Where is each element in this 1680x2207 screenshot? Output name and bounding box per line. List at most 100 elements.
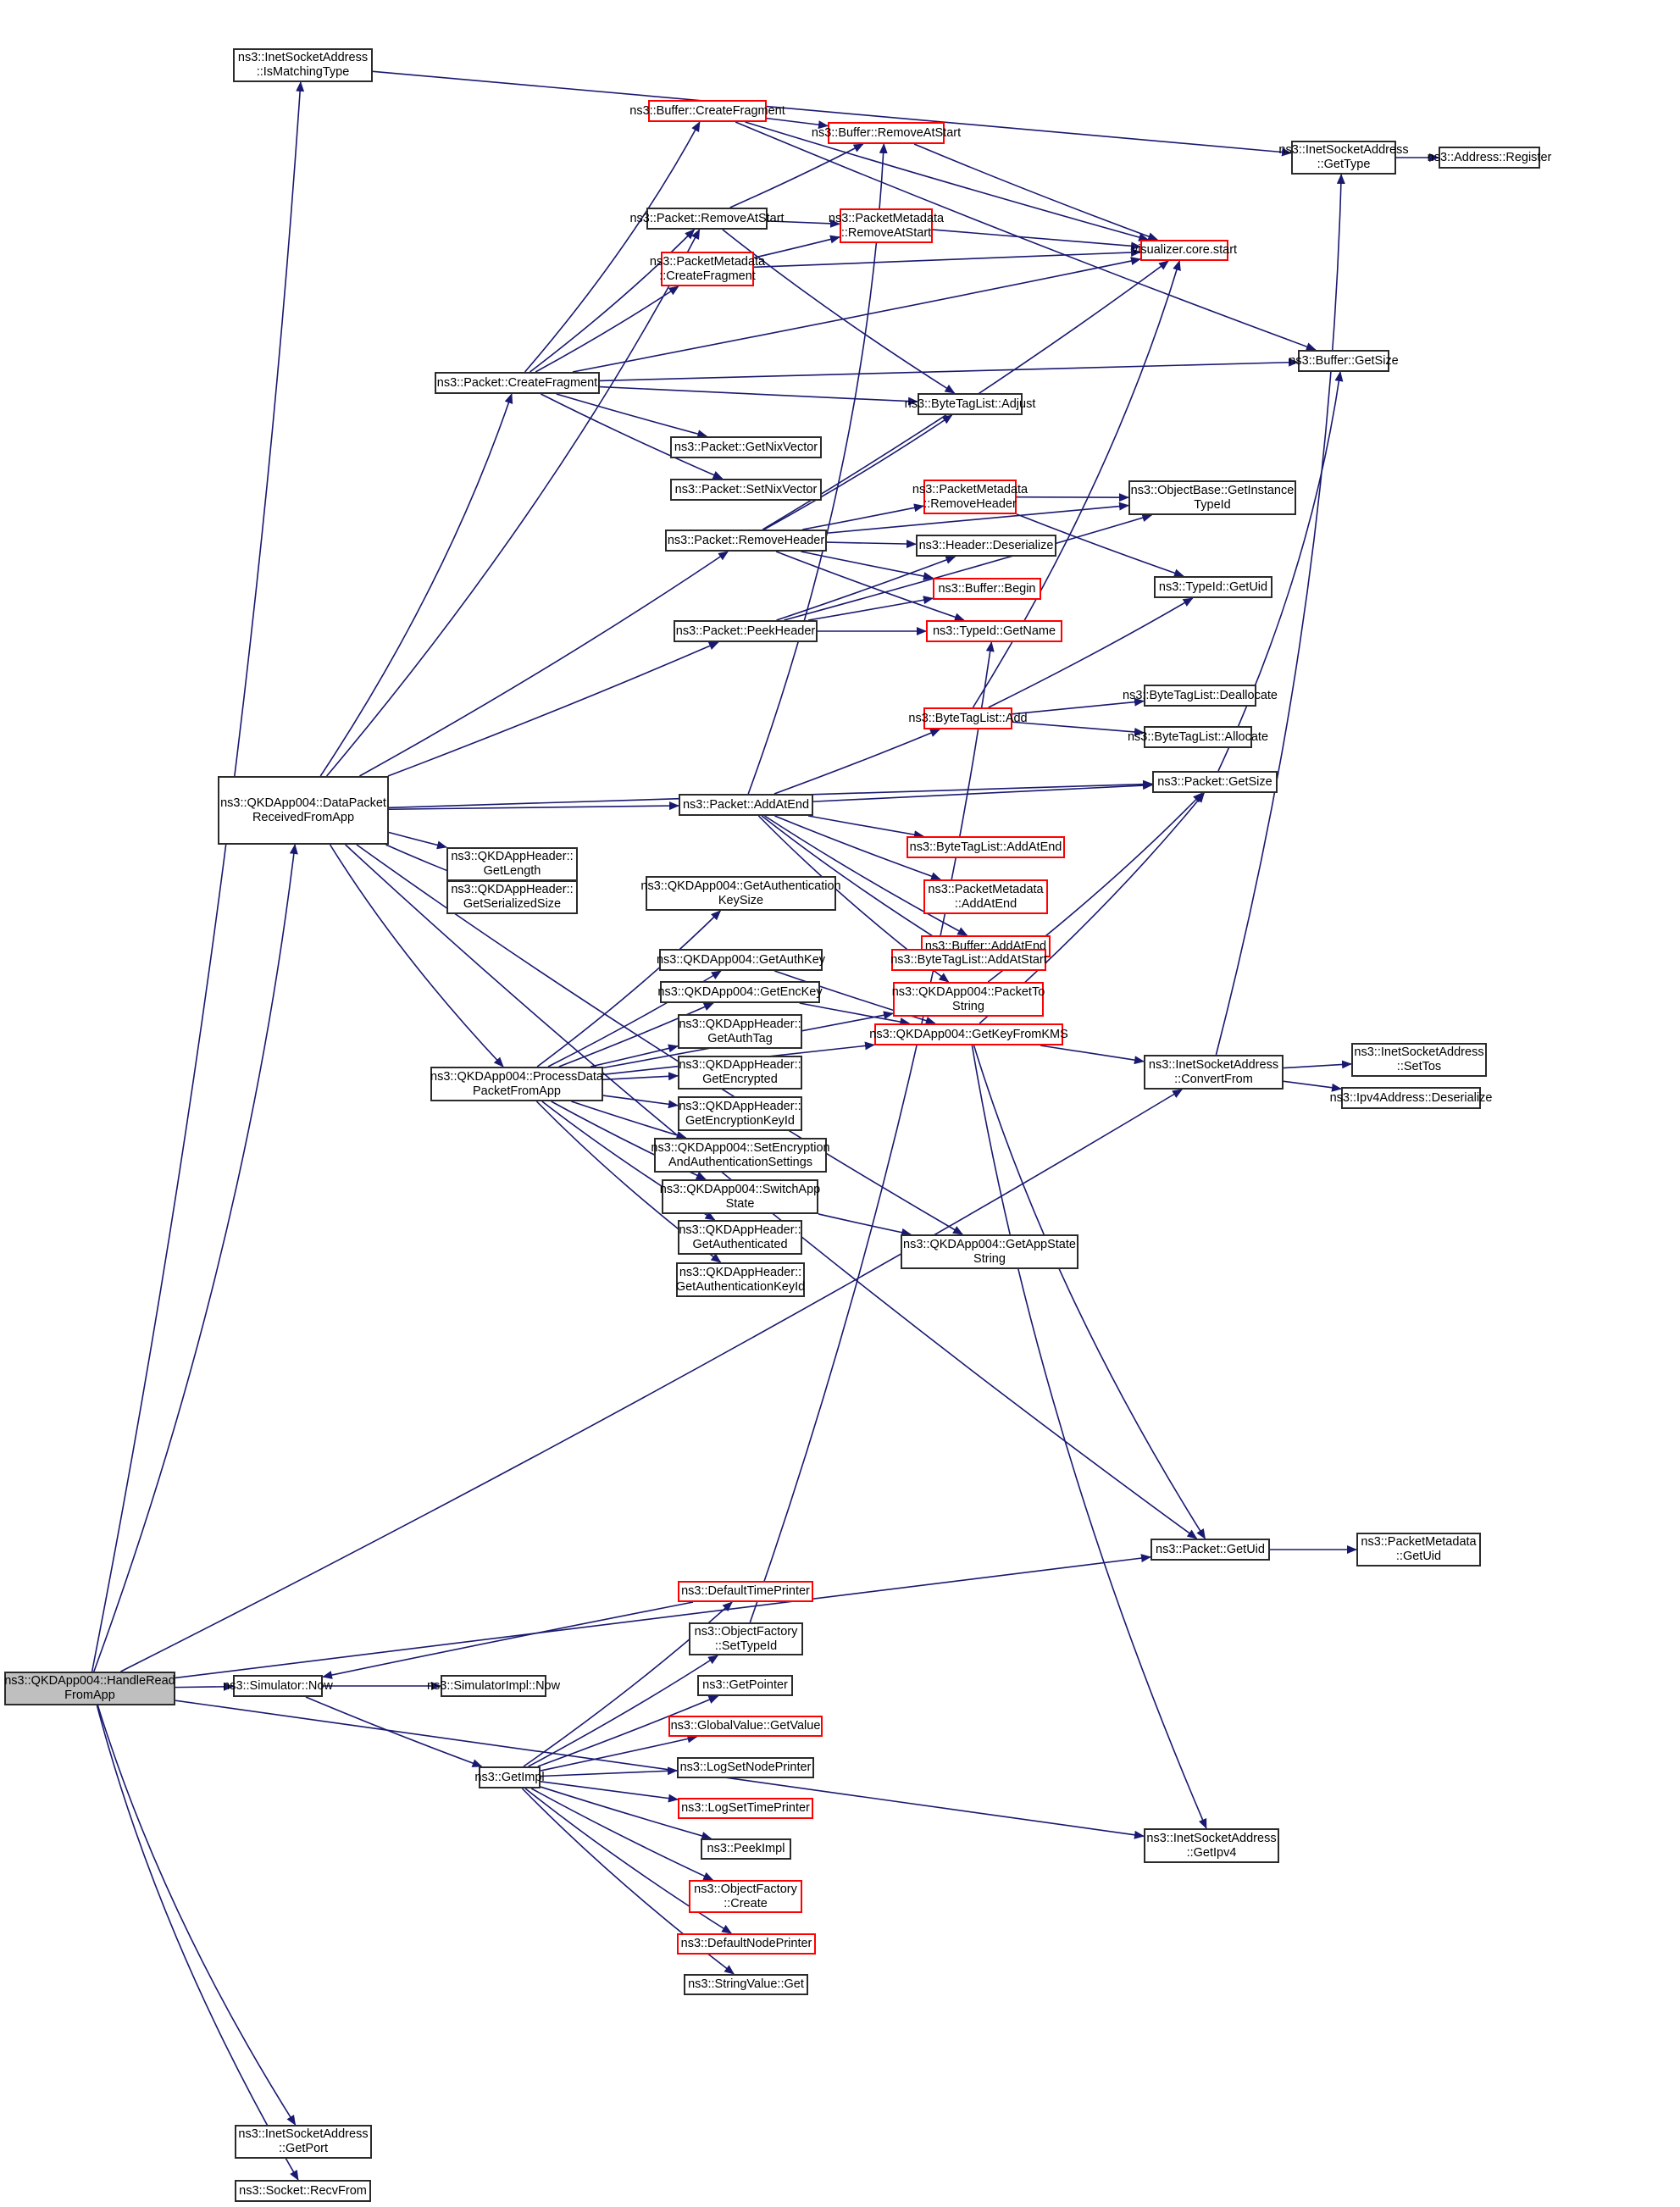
node-objectbase-get-instance-typeid[interactable]: ns3::ObjectBase::GetInstance TypeId (1128, 480, 1296, 515)
node-process-data-packet[interactable]: ns3::QKDApp004::ProcessData PacketFromAp… (430, 1067, 603, 1101)
node-btl-allocate[interactable]: ns3::ByteTagList::Allocate (1128, 726, 1268, 748)
edge-packet-remove-header-to-typeid-get-name (775, 551, 965, 622)
edge-handle-read-to-is-matching-type (91, 81, 305, 1672)
node-peek-impl[interactable]: ns3::PeekImpl (701, 1838, 791, 1860)
node-default-time-printer[interactable]: ns3::DefaultTimePrinter (678, 1581, 813, 1602)
node-packet-remove-at-start[interactable]: ns3::Packet::RemoveAtStart (629, 208, 785, 230)
edge-process-data-packet-to-hdr-get-auth-tag (590, 1044, 679, 1067)
node-data-packet-received[interactable]: ns3::QKDApp004::DataPacket ReceivedFromA… (218, 776, 389, 845)
node-global-value-get-value[interactable]: ns3::GlobalValue::GetValue (668, 1716, 823, 1737)
node-address-register[interactable]: ns3::Address::Register (1428, 147, 1551, 169)
node-get-pointer[interactable]: ns3::GetPointer (697, 1675, 793, 1696)
node-header-deserialize[interactable]: ns3::Header::Deserialize (916, 535, 1056, 557)
node-hdr-get-encryption-key-id[interactable]: ns3::QKDAppHeader:: GetEncryptionKeyId (678, 1096, 802, 1131)
node-hdr-get-auth-key-id[interactable]: ns3::QKDAppHeader:: GetAuthenticationKey… (676, 1262, 805, 1297)
node-packet-get-size[interactable]: ns3::Packet::GetSize (1152, 771, 1278, 793)
node-ipv4-deserialize[interactable]: ns3::Ipv4Address::Deserialize (1330, 1087, 1492, 1109)
node-get-nix-vector[interactable]: ns3::Packet::GetNixVector (670, 436, 822, 458)
node-btl-add-at-start[interactable]: ns3::ByteTagList::AddAtStart (890, 949, 1047, 971)
node-hdr-get-encrypted[interactable]: ns3::QKDAppHeader:: GetEncrypted (678, 1056, 802, 1090)
edge-get-impl-to-get-pointer (537, 1695, 719, 1767)
edge-buffer-create-fragment-to-visualizer-start (745, 121, 1150, 241)
node-btl-add-at-end[interactable]: ns3::ByteTagList::AddAtEnd (907, 836, 1065, 858)
node-btl-add[interactable]: ns3::ByteTagList::Add (908, 707, 1028, 729)
edge-is-matching-type-to-inet-get-type (372, 70, 1292, 157)
node-inet-get-type[interactable]: ns3::InetSocketAddress ::GetType (1278, 141, 1409, 175)
node-of-create[interactable]: ns3::ObjectFactory ::Create (689, 1880, 802, 1913)
node-pm-create-fragment[interactable]: ns3::PacketMetadata ::CreateFragment (650, 252, 765, 286)
node-log-set-time-printer[interactable]: ns3::LogSetTimePrinter (678, 1798, 813, 1819)
edge-packet-add-at-end-to-btl-add-at-start (761, 815, 954, 950)
node-is-matching-type[interactable]: ns3::InetSocketAddress ::IsMatchingType (233, 48, 373, 82)
node-buffer-get-size[interactable]: ns3::Buffer::GetSize (1289, 350, 1399, 372)
node-simulator-now[interactable]: ns3::Simulator::Now (223, 1675, 333, 1697)
node-set-nix-vector[interactable]: ns3::Packet::SetNixVector (670, 479, 822, 501)
edge-inet-convert-from-to-inet-get-type (1215, 174, 1345, 1056)
node-get-enc-key[interactable]: ns3::QKDApp004::GetEncKey (657, 981, 823, 1003)
edge-btl-add-to-typeid-get-uid (988, 597, 1194, 708)
node-log-set-node-printer[interactable]: ns3::LogSetNodePrinter (677, 1757, 814, 1778)
edge-default-time-printer-to-simulator-now (322, 1601, 694, 1679)
node-hdr-get-length[interactable]: ns3::QKDAppHeader:: GetLength (446, 847, 578, 881)
node-buffer-begin[interactable]: ns3::Buffer::Begin (933, 578, 1041, 600)
node-get-auth-key-size[interactable]: ns3::QKDApp004::GetAuthentication KeySiz… (640, 876, 841, 911)
node-packet-add-at-end[interactable]: ns3::Packet::AddAtEnd (679, 794, 813, 816)
node-simulatorimpl-now[interactable]: ns3::SimulatorImpl::Now (427, 1675, 560, 1697)
node-of-set-typeid[interactable]: ns3::ObjectFactory ::SetTypeId (689, 1622, 803, 1655)
edge-switch-app-state-to-get-app-state-string (818, 1213, 912, 1237)
edge-packet-add-at-end-to-pm-add-at-end (774, 815, 941, 880)
edge-handle-read-to-inet-get-port (97, 1705, 297, 2126)
node-get-key-from-kms[interactable]: ns3::QKDApp004::GetKeyFromKMS (869, 1023, 1068, 1045)
node-packet-get-uid[interactable]: ns3::Packet::GetUid (1150, 1539, 1270, 1561)
node-inet-get-ipv4[interactable]: ns3::InetSocketAddress ::GetIpv4 (1144, 1828, 1279, 1863)
node-hdr-get-authenticated[interactable]: ns3::QKDAppHeader:: GetAuthenticated (678, 1220, 802, 1255)
node-visualizer-start[interactable]: visualizer.core.start (1132, 240, 1237, 261)
edge-inet-convert-from-to-inet-set-tos (1283, 1060, 1352, 1069)
edge-packet-create-fragment-to-btl-adjust (599, 385, 918, 406)
edge-data-packet-received-to-hdr-get-length (388, 831, 447, 850)
node-btl-adjust[interactable]: ns3::ByteTagList::Adjust (905, 393, 1035, 415)
edge-packet-create-fragment-to-buffer-get-size (599, 358, 1299, 382)
edge-packet-add-at-end-to-btl-add (773, 729, 941, 795)
node-get-auth-key[interactable]: ns3::QKDApp004::GetAuthKey (657, 949, 825, 971)
edge-get-impl-to-log-set-node-printer (540, 1766, 678, 1777)
edge-process-data-packet-to-get-enc-key (558, 1002, 714, 1067)
node-pm-remove-at-start[interactable]: ns3::PacketMetadata ::RemoveAtStart (829, 208, 944, 243)
node-packet-create-fragment[interactable]: ns3::Packet::CreateFragment (435, 372, 600, 394)
node-packet-peek-header[interactable]: ns3::Packet::PeekHeader (674, 620, 818, 642)
edge-packet-remove-header-to-header-deserialize (826, 540, 917, 549)
node-pm-add-at-end[interactable]: ns3::PacketMetadata ::AddAtEnd (923, 879, 1048, 914)
node-string-value-get[interactable]: ns3::StringValue::Get (684, 1974, 808, 1995)
node-btl-deallocate[interactable]: ns3::ByteTagList::Deallocate (1123, 685, 1278, 707)
node-socket-recv-from[interactable]: ns3::Socket::RecvFrom (235, 2180, 371, 2202)
node-pm-get-uid[interactable]: ns3::PacketMetadata ::GetUid (1356, 1533, 1481, 1567)
node-inet-convert-from[interactable]: ns3::InetSocketAddress ::ConvertFrom (1144, 1055, 1284, 1090)
edge-data-packet-received-to-packet-remove-at-start (326, 229, 701, 777)
node-buffer-remove-at-start[interactable]: ns3::Buffer::RemoveAtStart (812, 122, 961, 144)
node-get-app-state-string[interactable]: ns3::QKDApp004::GetAppState String (901, 1234, 1078, 1269)
node-get-impl[interactable]: ns3::GetImpl (474, 1766, 545, 1788)
edge-pm-remove-at-start-to-visualizer-start (932, 229, 1141, 251)
node-switch-app-state[interactable]: ns3::QKDApp004::SwitchApp State (660, 1179, 820, 1214)
edge-handle-read-to-data-packet-received (93, 844, 298, 1672)
node-pm-remove-header[interactable]: ns3::PacketMetadata ::RemoveHeader (912, 480, 1028, 514)
edge-packet-add-at-end-to-buffer-add-at-end (764, 815, 968, 936)
node-set-enc-auth-settings[interactable]: ns3::QKDApp004::SetEncryption AndAuthent… (651, 1138, 830, 1173)
edge-get-key-from-kms-to-inet-get-ipv4 (971, 1045, 1207, 1829)
node-hdr-get-serialized-size[interactable]: ns3::QKDAppHeader:: GetSerializedSize (446, 880, 578, 914)
node-inet-set-tos[interactable]: ns3::InetSocketAddress ::SetTos (1351, 1043, 1487, 1077)
node-packet-to-string[interactable]: ns3::QKDApp004::PacketTo String (892, 982, 1045, 1017)
node-default-node-printer[interactable]: ns3::DefaultNodePrinter (677, 1933, 816, 1955)
edge-get-key-from-kms-to-packet-get-uid (973, 1045, 1206, 1539)
edge-handle-read-to-socket-recv-from (96, 1705, 299, 2181)
edge-packet-peek-header-to-objectbase-get-instance-typeid (784, 513, 1153, 621)
edge-process-data-packet-to-get-auth-key-size (536, 910, 722, 1067)
node-packet-remove-header[interactable]: ns3::Packet::RemoveHeader (665, 530, 827, 552)
edge-packet-create-fragment-to-pm-create-fragment (535, 286, 679, 373)
node-inet-get-port[interactable]: ns3::InetSocketAddress ::GetPort (235, 2125, 372, 2159)
node-hdr-get-auth-tag[interactable]: ns3::QKDAppHeader:: GetAuthTag (678, 1014, 802, 1049)
node-typeid-get-name[interactable]: ns3::TypeId::GetName (926, 620, 1062, 642)
node-typeid-get-uid[interactable]: ns3::TypeId::GetUid (1154, 576, 1272, 598)
edge-packet-remove-header-to-pm-remove-header (802, 503, 924, 530)
node-buffer-create-fragment[interactable]: ns3::Buffer::CreateFragment (629, 100, 785, 122)
